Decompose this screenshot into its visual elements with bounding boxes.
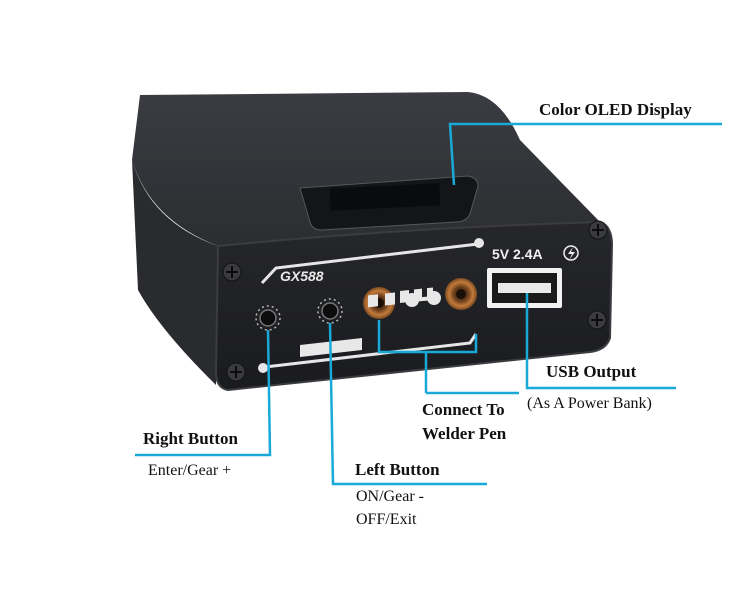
usb-spec-label: 5V 2.4A <box>492 246 543 262</box>
welder-label-line2: Welder Pen <box>422 424 507 443</box>
oled-screen <box>329 183 441 211</box>
usb-port-icon <box>487 268 562 308</box>
right-button-icon <box>255 305 281 331</box>
usb-output-subtitle: (As A Power Bank) <box>527 395 652 412</box>
left-button-subtitle-line1: ON/Gear - <box>356 488 424 505</box>
device-model-label: GX588 <box>280 268 324 284</box>
device-side <box>132 160 218 385</box>
oled-callout-line <box>448 122 722 186</box>
welder-callout-line <box>377 320 478 354</box>
welder-label-line1: Connect To <box>422 400 505 419</box>
left-button-icon <box>317 298 343 324</box>
device-top <box>132 92 600 246</box>
usb-callout-line <box>525 293 676 390</box>
callout-lines <box>135 122 722 486</box>
oled-display-label: Color OLED Display <box>539 100 692 119</box>
left-button-callout-line <box>328 322 487 486</box>
right-button-label: Right Button <box>143 429 238 448</box>
left-button-subtitle-line2: OFF/Exit <box>356 511 417 528</box>
usb-output-label: USB Output <box>546 362 637 381</box>
right-button-subtitle: Enter/Gear + <box>148 462 232 479</box>
right-button-callout-line <box>135 329 272 457</box>
lightning-icon <box>563 245 579 261</box>
left-button-label: Left Button <box>355 460 440 479</box>
